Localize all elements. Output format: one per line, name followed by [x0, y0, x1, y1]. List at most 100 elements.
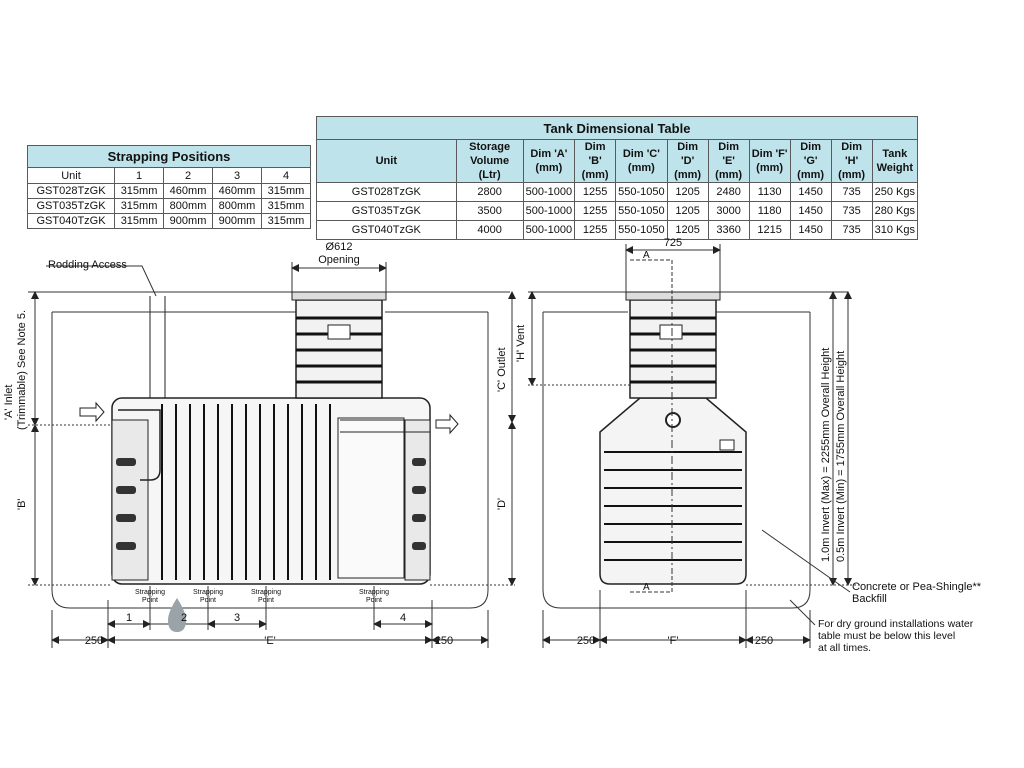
strap-cell: 315mm: [261, 213, 311, 229]
strap-cell: 315mm: [261, 198, 311, 214]
table-row: GST040TzGK 315mm 900mm 900mm 315mm: [26, 213, 311, 229]
strap-cell: GST028TzGK: [26, 183, 116, 199]
inlet-label: 'A' Inlet: [3, 385, 15, 420]
outlet-label: 'C' Outlet: [496, 347, 508, 392]
dim-header-unit: Unit: [316, 139, 457, 183]
dim-cell: 250 Kgs: [871, 182, 919, 202]
dim-cell: 1255: [574, 220, 617, 240]
dim-header-c: Dim 'C' (mm): [615, 139, 668, 183]
water-drop-icon: [168, 598, 186, 632]
water-table-note: For dry ground installations water table…: [818, 618, 1018, 654]
turret-window: [327, 324, 351, 340]
dim-cell: 1205: [666, 201, 709, 221]
side-elevation: [28, 262, 516, 648]
water-note-line: table must be below this level: [818, 630, 956, 642]
outlet-arrow-icon: [435, 413, 459, 435]
dim-250-left-label: 250: [85, 635, 103, 647]
strap-cell: 800mm: [212, 198, 262, 214]
overall-height-min-label: 0.5m Invert (Min) = 1755mm Overall Heigh…: [835, 351, 847, 562]
excavation-outline-right: [542, 312, 811, 609]
manhole-cover: [291, 291, 387, 301]
dim-table-title: Tank Dimensional Table: [316, 116, 918, 140]
rodding-pipe: [149, 296, 166, 398]
strap-header-unit: Unit: [26, 167, 116, 184]
overall-height-max-label: 1.0m Invert (Max) = 2255mm Overall Heigh…: [820, 348, 832, 562]
strap-cell: 900mm: [212, 213, 262, 229]
tank-end-left: [111, 419, 149, 581]
strap-cell: 460mm: [163, 183, 214, 199]
opening-diameter-label: Ø612: [326, 241, 353, 253]
dim-header-h: Dim 'H' (mm): [830, 139, 873, 183]
dim-cell: 1205: [666, 182, 709, 202]
backfill-leader: [761, 529, 851, 593]
dim-cell: 500-1000: [522, 220, 576, 240]
section-line-bottom: [630, 572, 673, 593]
strapping-point-label: Strapping: [193, 589, 223, 596]
dim-cell: 735: [830, 220, 873, 240]
water-table-leader: [789, 599, 816, 626]
manhole-cover-right: [625, 291, 721, 301]
dim-header-weight: Tank Weight: [871, 139, 919, 183]
strapping-point-label: Point: [366, 597, 382, 604]
section-a-top-label: A: [643, 250, 650, 261]
strap-cell: GST035TzGK: [26, 198, 116, 214]
dim-cell: 1450: [789, 182, 832, 202]
dim-cell: 310 Kgs: [871, 220, 919, 240]
dim-header-d: Dim 'D' (mm): [666, 139, 709, 183]
opening-label: Opening: [318, 254, 360, 266]
tank-end-right: [404, 419, 431, 581]
vent-label: 'H' Vent: [515, 325, 527, 362]
end-bumps: [116, 458, 426, 550]
strap-position-2: 2: [181, 612, 187, 624]
dim-f-label: 'F': [668, 635, 679, 647]
tank-end-body: [599, 397, 747, 585]
dim-250-left-2-label: 250: [577, 635, 595, 647]
water-note-line: at all times.: [818, 642, 872, 654]
strap-cell: 315mm: [114, 213, 165, 229]
strap-cell: GST040TzGK: [26, 213, 116, 229]
dim-250-right-2-label: 250: [755, 635, 773, 647]
dim-cell: 3360: [707, 220, 750, 240]
strapping-point-label: Strapping: [359, 589, 389, 596]
dim-cell: 1215: [748, 220, 791, 240]
section-line-top: [630, 259, 673, 296]
strap-position-1: 1: [126, 612, 132, 624]
tank-end-ribs: [604, 451, 742, 561]
dim-header-e: Dim 'E' (mm): [707, 139, 750, 183]
vent-port: [665, 412, 681, 428]
strap-position-4: 4: [400, 612, 406, 624]
strap-cell: 315mm: [114, 183, 165, 199]
dim-header-f: Dim 'F' (mm): [748, 139, 791, 183]
dim-cell: 280 Kgs: [871, 201, 919, 221]
tank-chamber: [337, 417, 405, 579]
outlet-pipe: [340, 419, 430, 433]
dim-d-label: 'D': [496, 498, 508, 510]
table-row: GST028TzGK 315mm 460mm 460mm 315mm: [26, 183, 311, 199]
tank-ribs: [161, 404, 331, 580]
label-plate: [719, 439, 735, 451]
inlet-pipe: [118, 409, 161, 481]
strapping-point-label: Point: [142, 597, 158, 604]
strapping-point-label: Point: [200, 597, 216, 604]
dim-cell: 1450: [789, 220, 832, 240]
table-row: GST028TzGK 2800 500-1000 1255 550-1050 1…: [316, 182, 919, 202]
dim-cell: 4000: [455, 220, 524, 240]
strapping-point-label: Strapping: [251, 589, 281, 596]
table-row: GST040TzGK 4000 500-1000 1255 550-1050 1…: [316, 220, 919, 240]
backfill-label: Concrete or Pea-Shingle**: [852, 581, 982, 593]
dim-250-right-label: 250: [435, 635, 453, 647]
strap-cell: 315mm: [114, 198, 165, 214]
end-elevation: [528, 244, 860, 648]
dim-b-label: 'B': [16, 498, 28, 510]
dim-cell: 1255: [574, 201, 617, 221]
rodding-leader: [46, 265, 157, 297]
backfill-label-2: Backfill: [852, 593, 887, 605]
strapping-positions-table: Strapping Positions Unit 1 2 3 4 GST028T…: [26, 145, 311, 229]
strapping-point-label: Point: [258, 597, 274, 604]
strap-cell: 315mm: [261, 183, 311, 199]
strap-position-3: 3: [234, 612, 240, 624]
inlet-arrow-icon: [79, 401, 105, 423]
dim-header-volume: Storage Volume (Ltr): [455, 139, 524, 183]
table-row: GST035TzGK 315mm 800mm 800mm 315mm: [26, 198, 311, 214]
dim-725-label: 725: [664, 237, 682, 249]
